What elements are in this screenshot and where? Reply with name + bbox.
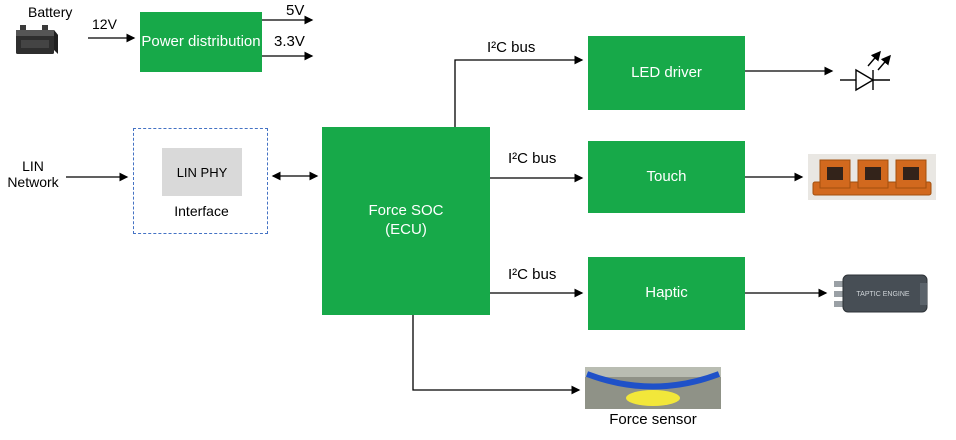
voltage-5v-label: 5V (286, 2, 305, 19)
power-distribution-block: Power distribution (140, 12, 262, 72)
soc-to-force-sensor-wire (412, 315, 581, 395)
i2c-bus-label-haptic: I²C bus (508, 266, 557, 283)
led-icon (840, 40, 908, 98)
taptic-engine-image: TAPTIC ENGINE (832, 271, 929, 316)
voltage-12v-label: 12V (92, 16, 117, 32)
touch-label: Touch (646, 167, 687, 185)
soc-to-led-driver-wire (454, 55, 584, 127)
battery-icon (12, 20, 60, 58)
voltage-3v3-label: 3.3V (274, 33, 305, 50)
led-driver-block: LED driver (588, 36, 745, 110)
haptic-block: Haptic (588, 257, 745, 330)
force-soc-block: Force SOC (ECU) (322, 127, 490, 315)
taptic-engine-text: TAPTIC ENGINE (856, 291, 909, 298)
interface-label: Interface (174, 203, 229, 219)
touch-sensor-image (808, 154, 936, 200)
force-sensor-label: Force sensor (609, 411, 697, 428)
lin-network-label: LIN Network (7, 158, 59, 191)
lin-interface-group: LIN PHY Interface (133, 128, 268, 234)
i2c-bus-label-touch: I²C bus (508, 150, 557, 167)
lin-phy-block: LIN PHY (162, 148, 242, 196)
battery-label: Battery (28, 4, 73, 20)
haptic-label: Haptic (645, 284, 688, 302)
force-soc-label: Force SOC (ECU) (368, 202, 444, 238)
i2c-bus-label-led: I²C bus (487, 39, 536, 56)
power-distribution-label: Power distribution (141, 32, 261, 50)
lin-phy-label: LIN PHY (176, 164, 228, 180)
force-sensor-image (585, 367, 721, 409)
led-driver-label: LED driver (631, 63, 702, 81)
touch-block: Touch (588, 141, 745, 213)
